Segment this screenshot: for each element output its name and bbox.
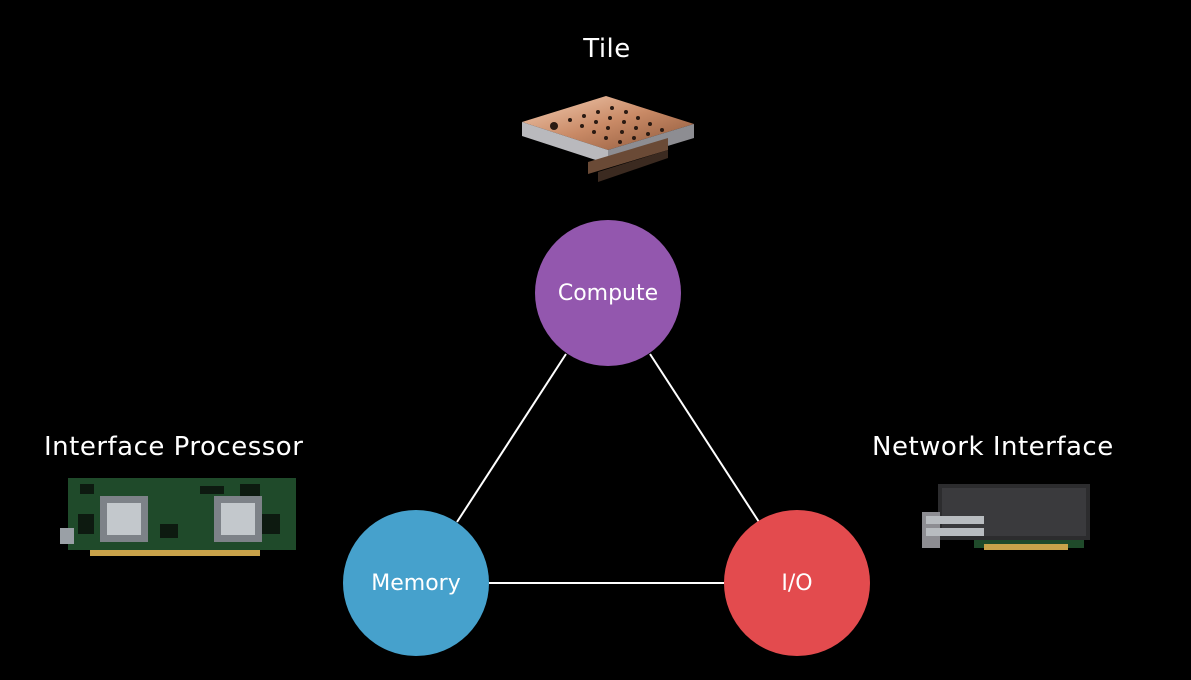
compute-node: Compute [535, 220, 681, 366]
tile-chip-image [522, 96, 694, 182]
memory-node-label: Memory [371, 570, 461, 596]
network-interface-label: Network Interface [872, 432, 1114, 462]
edge-compute-io [649, 353, 760, 523]
circuit-board-image [60, 478, 296, 556]
tile-label: Tile [583, 34, 631, 64]
io-node-label: I/O [781, 570, 813, 596]
interface-processor-label: Interface Processor [44, 432, 304, 462]
compute-node-label: Compute [557, 280, 659, 306]
edge-compute-memory [456, 353, 567, 523]
io-node: I/O [724, 510, 870, 656]
network-card-image [922, 484, 1090, 550]
memory-node: Memory [343, 510, 489, 656]
